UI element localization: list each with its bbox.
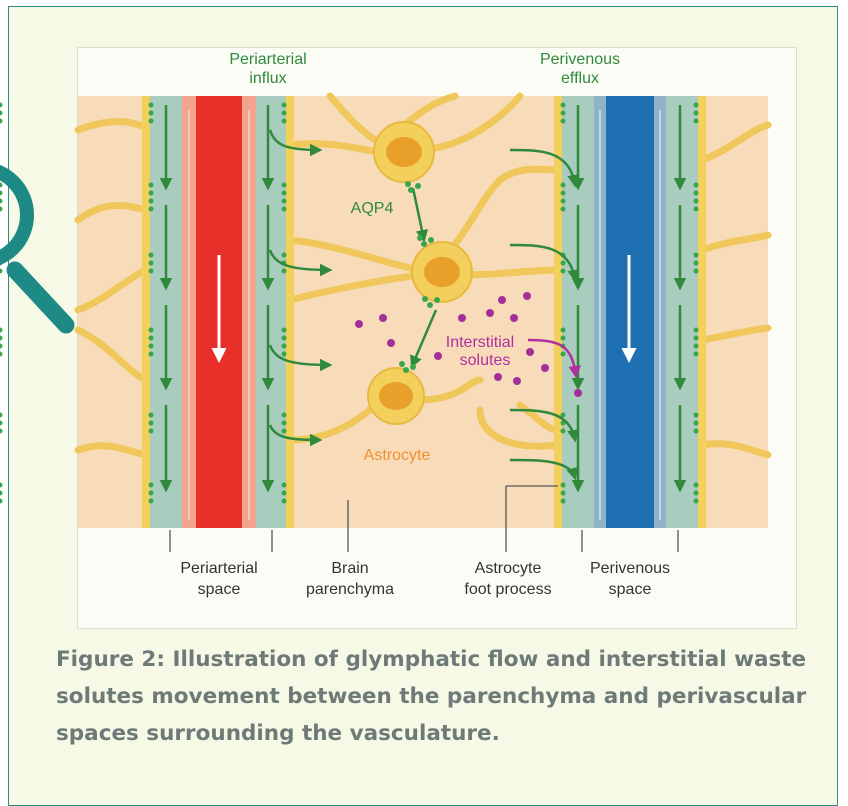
periarterial-space-label-line1: Periarterial	[180, 560, 257, 577]
astrocyte-label: Astrocyte	[364, 447, 431, 464]
brain-parenchyma-label-line2: parenchyma	[306, 581, 394, 598]
glymphatic-diagram: Periarterial influx Perivenous efflux AQ…	[0, 0, 848, 640]
astrocyte-foot-process-label-line1: Astrocyte	[475, 560, 542, 577]
magnifier-icon[interactable]	[0, 168, 66, 325]
aqp4-label: AQP4	[351, 200, 394, 217]
figure-caption: Figure 2: Illustration of glymphatic flo…	[56, 641, 816, 752]
periarterial-space-label-line2: space	[198, 581, 241, 598]
perivenous-space-label-line1: Perivenous	[590, 560, 670, 577]
perivenous-space-label-line2: space	[609, 581, 652, 598]
brain-parenchyma-label-line1: Brain	[331, 560, 368, 577]
perivenous-efflux-label-line1: Perivenous	[540, 51, 620, 68]
interstitial-solutes-label-line1: Interstitial	[446, 334, 514, 351]
periarterial-influx-label-line1: Periarterial	[229, 51, 306, 68]
interstitial-solutes-label-line2: solutes	[460, 352, 511, 369]
vein	[594, 96, 666, 528]
perivenous-efflux-label-line2: efflux	[561, 70, 599, 87]
astrocyte-foot-process-label-line2: foot process	[464, 581, 551, 598]
artery	[182, 96, 256, 528]
periarterial-influx-label-line2: influx	[249, 70, 286, 87]
